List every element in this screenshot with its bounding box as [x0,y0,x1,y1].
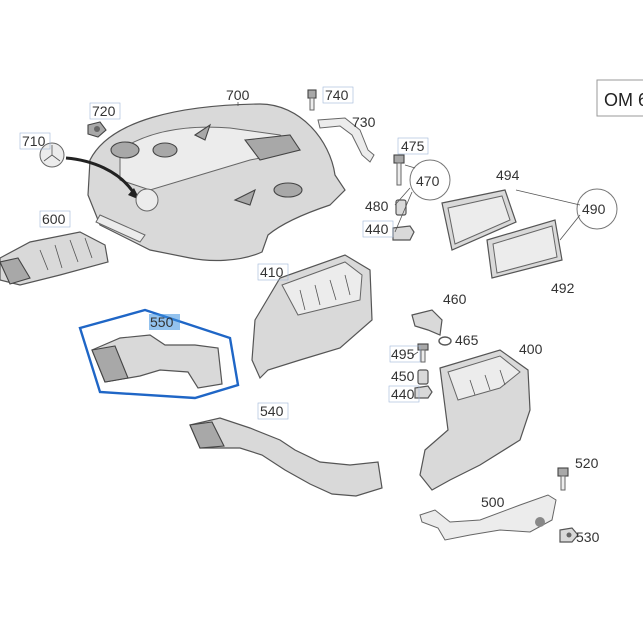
callout-box-600 [39,210,71,228]
callout-600: 600 [42,211,66,227]
callout-440-lower: 440 [391,386,415,402]
callout-530: 530 [576,529,600,545]
part-540-duct[interactable] [189,417,383,497]
part-550-duct[interactable] [91,334,223,389]
callout-450: 450 [391,368,415,384]
part-475-bolt[interactable] [393,154,405,186]
callout-box-440a [362,220,394,238]
callout-490: 490 [582,201,606,217]
callout-492: 492 [551,280,575,296]
callout-540: 540 [260,403,284,419]
callout-box-710 [19,132,51,150]
callout-710: 710 [22,133,46,149]
part-440-mount-lower[interactable] [414,385,433,399]
part-450-sleeve[interactable] [417,369,429,385]
part-720-grommet[interactable] [87,121,107,138]
part-520-bolt[interactable] [557,467,569,491]
callout-410: 410 [260,264,284,280]
callout-400: 400 [519,341,543,357]
part-465-o-ring[interactable] [438,336,452,346]
callout-highlight-550 [149,314,180,330]
arrow-710 [65,156,137,196]
callout-440-upper: 440 [365,221,389,237]
part-494-filter[interactable] [441,189,517,251]
leader-lines [394,187,419,357]
part-740-bolt[interactable] [307,89,317,111]
emblem-target-circle [135,188,159,212]
callout-box-410 [257,263,289,281]
engine-code-label: OM 6 [604,90,643,110]
callout-box-440b [388,385,420,403]
callout-494: 494 [496,167,520,183]
callout-730: 730 [352,114,376,130]
callout-700: 700 [226,87,250,103]
part-700-engine-cover[interactable] [87,103,346,262]
circle-490 [576,188,618,230]
part-440-mount-upper[interactable] [392,225,415,241]
callout-box-495 [389,345,421,363]
callout-460: 460 [443,291,467,307]
callout-box-540 [257,402,289,420]
callout-480: 480 [365,198,389,214]
callout-465: 465 [455,332,479,348]
part-492-filter[interactable] [486,219,563,279]
engine-code-box: OM 6 [596,79,643,117]
callout-550[interactable]: 550 [150,314,174,330]
callout-box-475 [397,137,429,155]
callout-720: 720 [92,103,116,119]
callout-box-740 [322,86,354,104]
selection-outline-550 [78,308,240,400]
part-600-intake-duct[interactable] [0,231,109,286]
circle-470 [409,159,451,201]
part-500-bracket[interactable] [419,494,557,541]
part-410-airbox-upper[interactable] [251,254,373,380]
callout-495: 495 [391,346,415,362]
callout-box-720 [89,102,121,120]
part-400-airbox-lower[interactable] [419,349,531,491]
callout-740: 740 [325,87,349,103]
callout-470: 470 [416,173,440,189]
callout-500: 500 [481,494,505,510]
part-530-nut[interactable] [559,527,579,543]
callout-475: 475 [401,138,425,154]
part-460-sensor[interactable] [411,309,443,336]
part-495-bolt[interactable] [417,343,429,363]
callout-520: 520 [575,455,599,471]
part-730-bracket[interactable] [317,117,375,163]
